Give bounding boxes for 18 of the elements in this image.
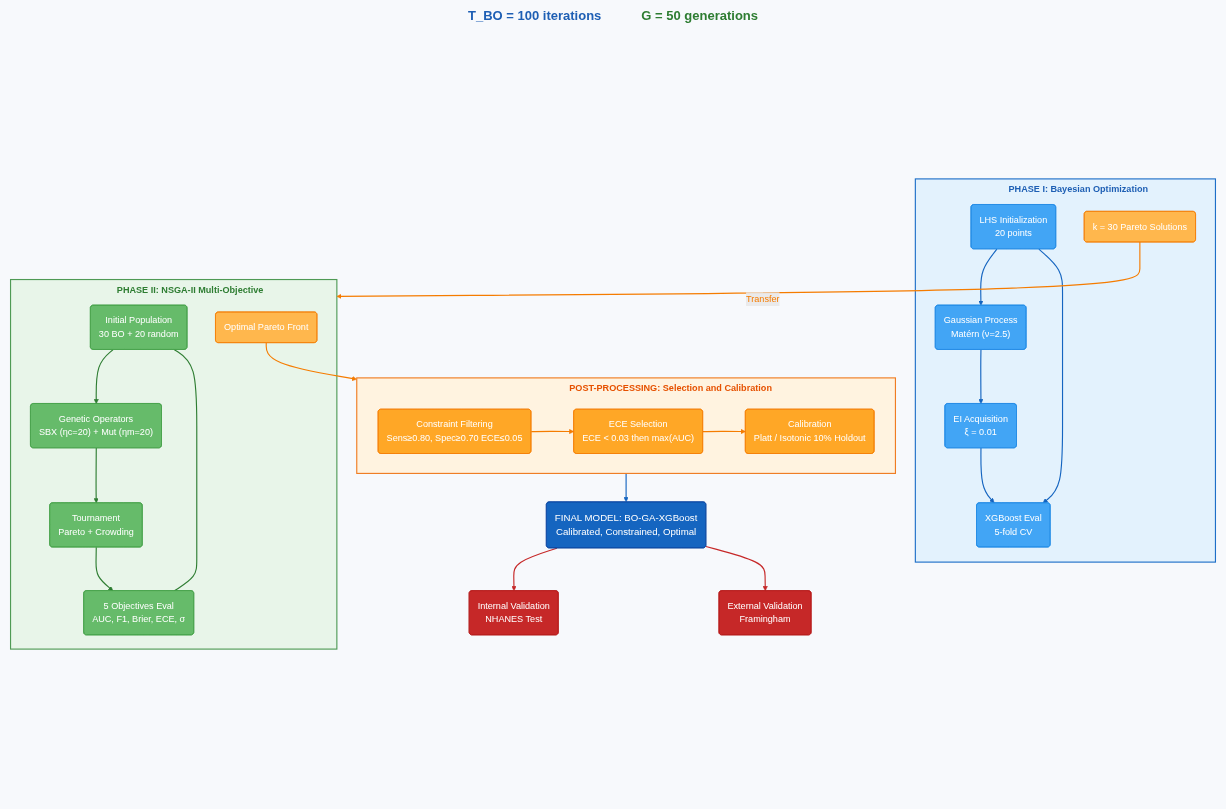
arrow — [978, 349, 984, 404]
connector — [173, 349, 198, 592]
arrow — [702, 429, 746, 435]
note-text: G = 50 generations — [641, 8, 758, 23]
arrow — [978, 248, 998, 306]
arrow — [93, 349, 114, 404]
arrow — [1038, 248, 1064, 504]
arrow — [95, 546, 114, 592]
arrow — [265, 342, 357, 381]
edge-label: Transfer — [746, 294, 780, 304]
arrow — [705, 545, 768, 592]
arrow — [623, 472, 629, 503]
arrow — [980, 447, 995, 504]
arrow — [336, 241, 1141, 299]
arrow — [511, 547, 558, 592]
arrow — [93, 447, 99, 504]
arrow — [530, 429, 575, 435]
note-text: T_BO = 100 iterations — [468, 8, 602, 23]
